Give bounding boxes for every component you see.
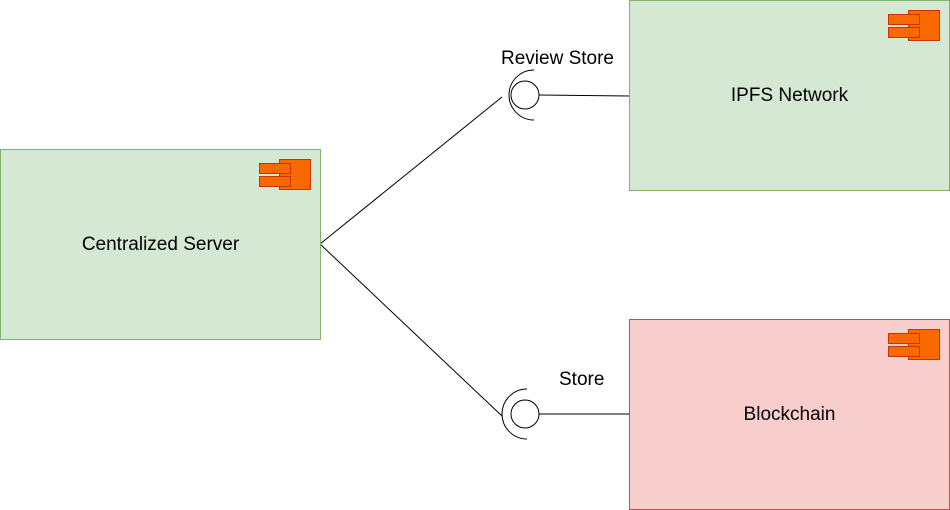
component-icon xyxy=(888,10,940,42)
component-icon xyxy=(888,329,940,361)
review-store-ball[interactable] xyxy=(510,80,540,110)
store-label: Store xyxy=(559,369,605,390)
connector-review-store-ipfs[interactable] xyxy=(538,94,630,97)
review-store-label: Review Store xyxy=(501,48,614,69)
component-icon xyxy=(259,159,311,191)
centralized-server-component[interactable]: Centralized Server xyxy=(0,149,321,340)
blockchain-label: Blockchain xyxy=(743,403,836,425)
blockchain-component[interactable]: Blockchain xyxy=(629,319,950,510)
connector-server-store[interactable] xyxy=(319,243,503,417)
store-socket[interactable] xyxy=(501,388,528,440)
store-ball[interactable] xyxy=(510,399,540,429)
connector-server-review-store[interactable] xyxy=(319,96,503,245)
review-store-socket[interactable] xyxy=(508,69,535,121)
ipfs-network-component[interactable]: IPFS Network xyxy=(629,0,950,191)
centralized-server-label: Centralized Server xyxy=(81,233,240,255)
ipfs-network-label: IPFS Network xyxy=(730,84,849,106)
